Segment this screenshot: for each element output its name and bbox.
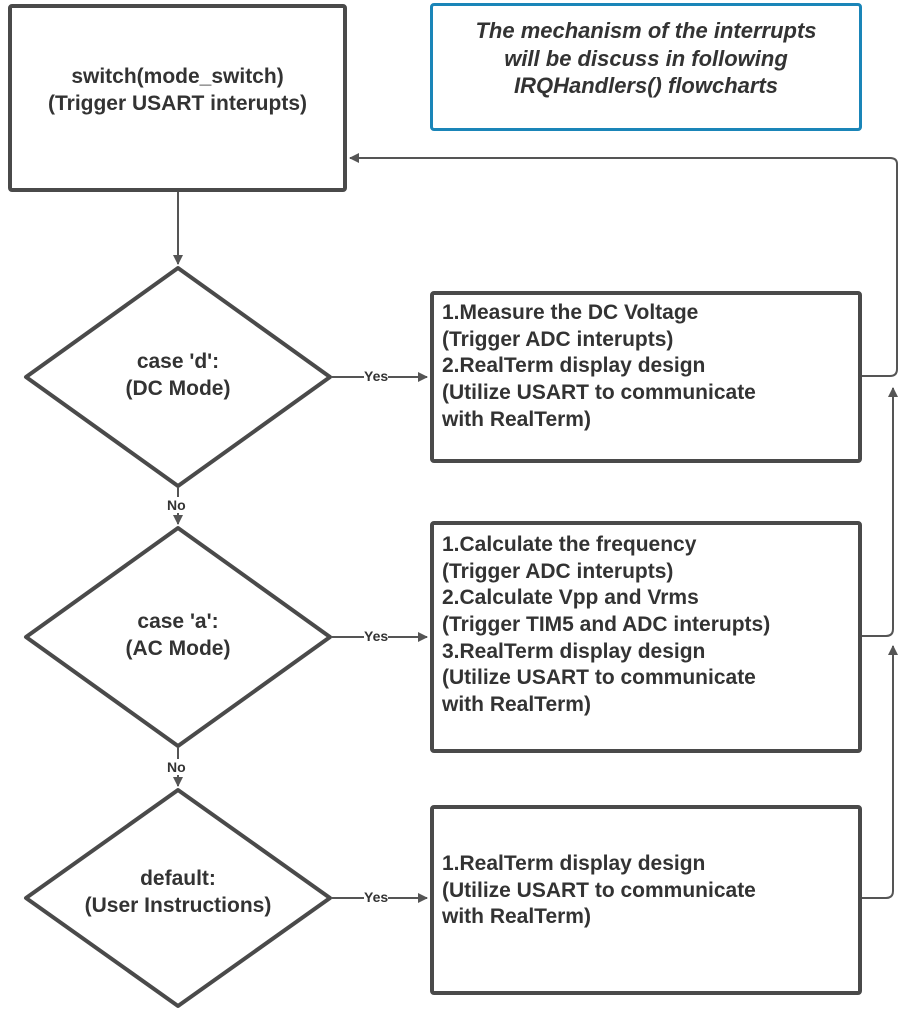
ac-line-3: 2.Calculate Vpp and Vrms: [442, 586, 699, 610]
note-line-3: IRQHandlers() flowcharts: [513, 73, 779, 98]
case-d-line-1: case 'd':: [136, 350, 220, 373]
switch-box-line-1: switch(mode_switch): [71, 65, 284, 88]
note-line-1: The mechanism of the interrupts: [475, 18, 817, 43]
note-box: [430, 3, 862, 131]
edge-label-yes-d: Yes: [364, 368, 389, 384]
default-line-2: (User Instructions): [84, 893, 272, 917]
ac-line-1: 1.Calculate the frequency: [442, 533, 697, 556]
edge-label-yes-default: Yes: [364, 889, 389, 905]
default-mode-box: [430, 805, 862, 995]
dc-line-2: (Trigger ADC interupts): [442, 327, 674, 351]
edge-default-box-to-return: [862, 645, 898, 899]
default-box-line-1: 1.RealTerm display design: [442, 852, 706, 875]
dc-mode-box-text: 1.Measure the DC Voltage (Trigger ADC in…: [442, 300, 756, 433]
dc-line-4: (Utilize USART to communicate: [442, 380, 756, 404]
case-d-text: case 'd': (DC Mode): [78, 349, 278, 403]
ac-line-2: (Trigger ADC interupts): [442, 559, 674, 583]
default-line-1: default:: [140, 867, 216, 890]
default-box-line-2: (Utilize USART to communicate: [442, 878, 756, 902]
ac-line-5: 3.RealTerm display design: [442, 639, 706, 663]
case-a-text: case 'a': (AC Mode): [78, 609, 278, 663]
switch-box-text: switch(mode_switch) (Trigger USART inter…: [8, 64, 347, 118]
default-mode-box-text: 1.RealTerm display design (Utilize USART…: [442, 851, 756, 931]
default-text: default: (User Instructions): [58, 866, 298, 920]
edge-dc-box-loop-to-switch: [349, 153, 898, 377]
switch-box: [8, 4, 347, 192]
default-box-line-3: with RealTerm): [442, 905, 591, 929]
case-a-diamond: [24, 526, 332, 748]
ac-line-6: (Utilize USART to communicate: [442, 666, 756, 690]
ac-line-7: with RealTerm): [442, 692, 591, 716]
edge-label-no-d: No: [167, 497, 186, 513]
note-line-2: will be discuss in following: [504, 45, 788, 71]
edge-label-no-a: No: [167, 759, 186, 775]
switch-box-line-2: (Trigger USART interupts): [47, 91, 307, 115]
dc-line-5: with RealTerm): [442, 407, 591, 431]
case-a-line-2: (AC Mode): [125, 636, 231, 660]
ac-mode-box: [430, 521, 862, 753]
ac-mode-box-text: 1.Calculate the frequency (Trigger ADC i…: [442, 532, 770, 719]
edge-ac-box-to-return: [862, 387, 898, 637]
case-d-diamond: [24, 266, 332, 488]
case-d-line-2: (DC Mode): [125, 376, 231, 400]
dc-line-3: 2.RealTerm display design: [442, 354, 706, 378]
default-diamond: [24, 788, 332, 1008]
dc-line-1: 1.Measure the DC Voltage: [442, 301, 699, 324]
note-box-text: The mechanism of the interrupts will be …: [430, 17, 862, 100]
dc-mode-box: [430, 291, 862, 463]
case-a-line-1: case 'a':: [137, 610, 219, 633]
edge-label-yes-a: Yes: [364, 628, 389, 644]
ac-line-4: (Trigger TIM5 and ADC interupts): [442, 612, 771, 636]
